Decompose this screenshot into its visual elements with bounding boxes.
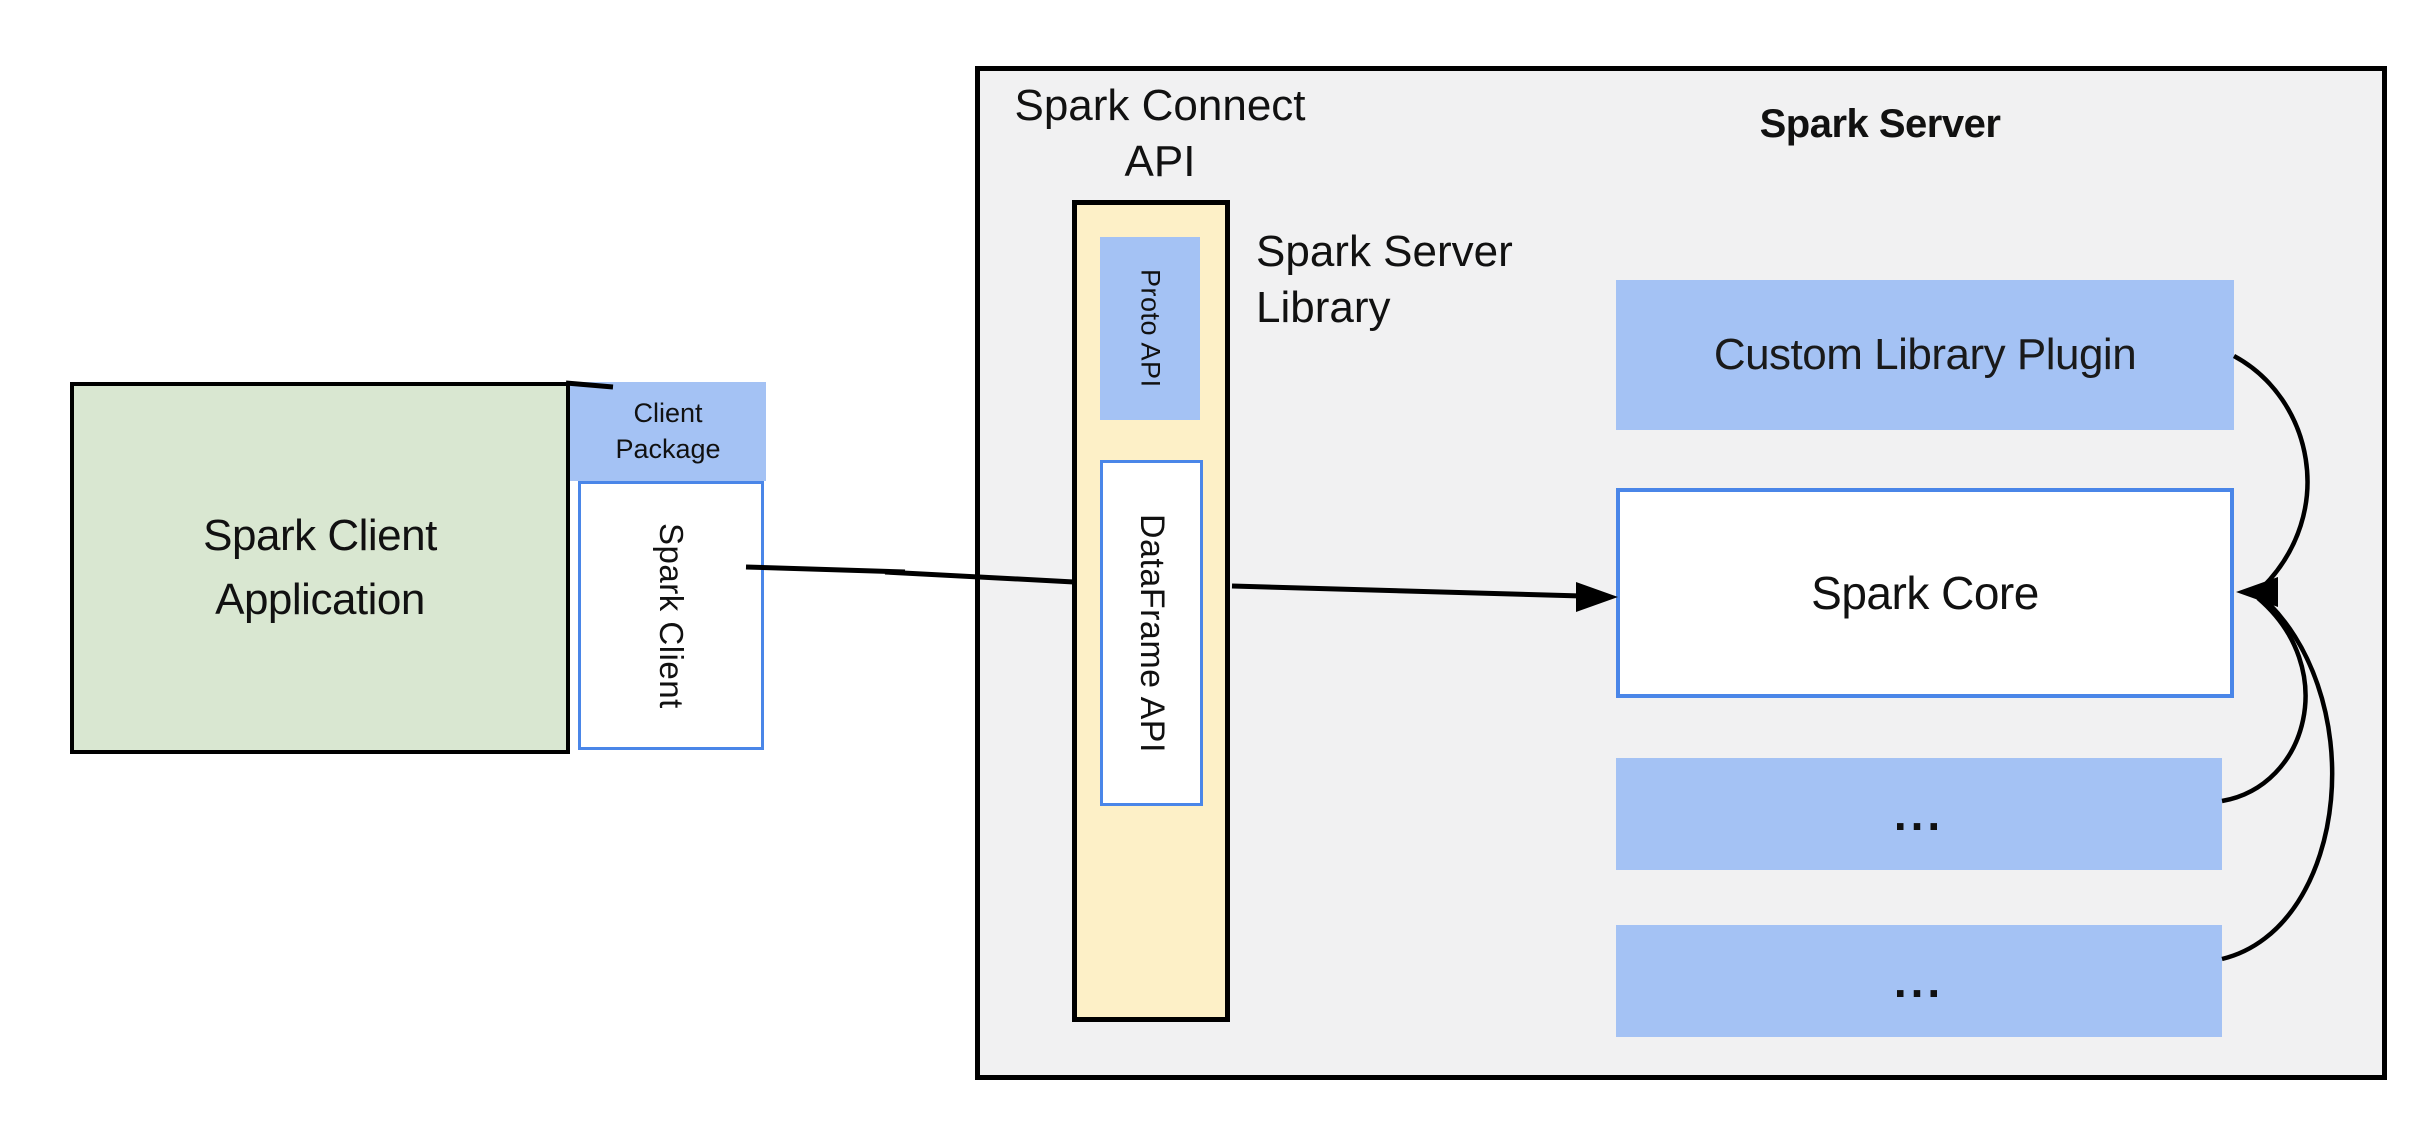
spark-client-application-label: Spark Client Application [203,511,437,624]
more-plugins-label-1: ... [1893,787,1945,840]
spark-client-application-box: Spark Client Application [70,382,570,754]
more-plugins-box-2: ... [1616,925,2222,1037]
spark-connect-api-heading: Spark Connect API [990,74,1330,194]
more-plugins-label-2: ... [1893,954,1945,1007]
custom-library-plugin-label: Custom Library Plugin [1713,330,2137,379]
more-plugins-box-1: ... [1616,758,2222,870]
client-package-box: Client Package [570,382,766,481]
dataframe-api-box: DataFrame API [1100,460,1203,806]
dataframe-api-label: DataFrame API [1133,513,1171,753]
spark-server-heading: Spark Server [1670,99,2090,149]
proto-api-label: Proto API [1135,269,1166,388]
proto-api-box: Proto API [1100,237,1200,420]
custom-library-plugin-box: Custom Library Plugin [1616,280,2234,430]
spark-client-label: Spark Client [653,522,690,709]
spark-core-label: Spark Core [1811,567,2039,619]
spark-server-library-heading: Spark Server Library [1256,224,1566,354]
spark-core-box: Spark Core [1616,488,2234,698]
spark-server-title: Spark Server [1759,101,2001,146]
client-package-label: Client Package [615,398,721,464]
spark-server-library-label: Spark Server Library [1256,227,1513,332]
spark-client-box: Spark Client [578,481,764,750]
spark-connect-api-label: Spark Connect API [1014,80,1306,186]
